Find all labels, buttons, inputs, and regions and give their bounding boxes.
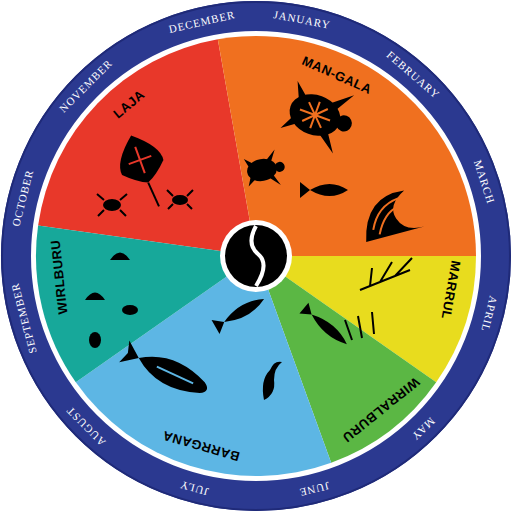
dugong-drawing xyxy=(119,340,212,402)
center-emblem xyxy=(220,220,292,292)
fish-drawing xyxy=(212,292,268,334)
shell-drawing xyxy=(85,253,138,349)
crab-drawing xyxy=(97,190,193,216)
turtle-drawing xyxy=(243,148,288,190)
bird-drawing xyxy=(263,362,282,400)
animal-drawings xyxy=(85,75,512,401)
season-wedges xyxy=(36,36,476,476)
laja-wedge xyxy=(38,39,256,256)
plant-drawing xyxy=(345,258,412,340)
fish-drawing xyxy=(299,303,351,350)
wave-drawing xyxy=(356,187,424,242)
stingray-drawing xyxy=(110,128,178,215)
month-ring xyxy=(16,16,496,496)
